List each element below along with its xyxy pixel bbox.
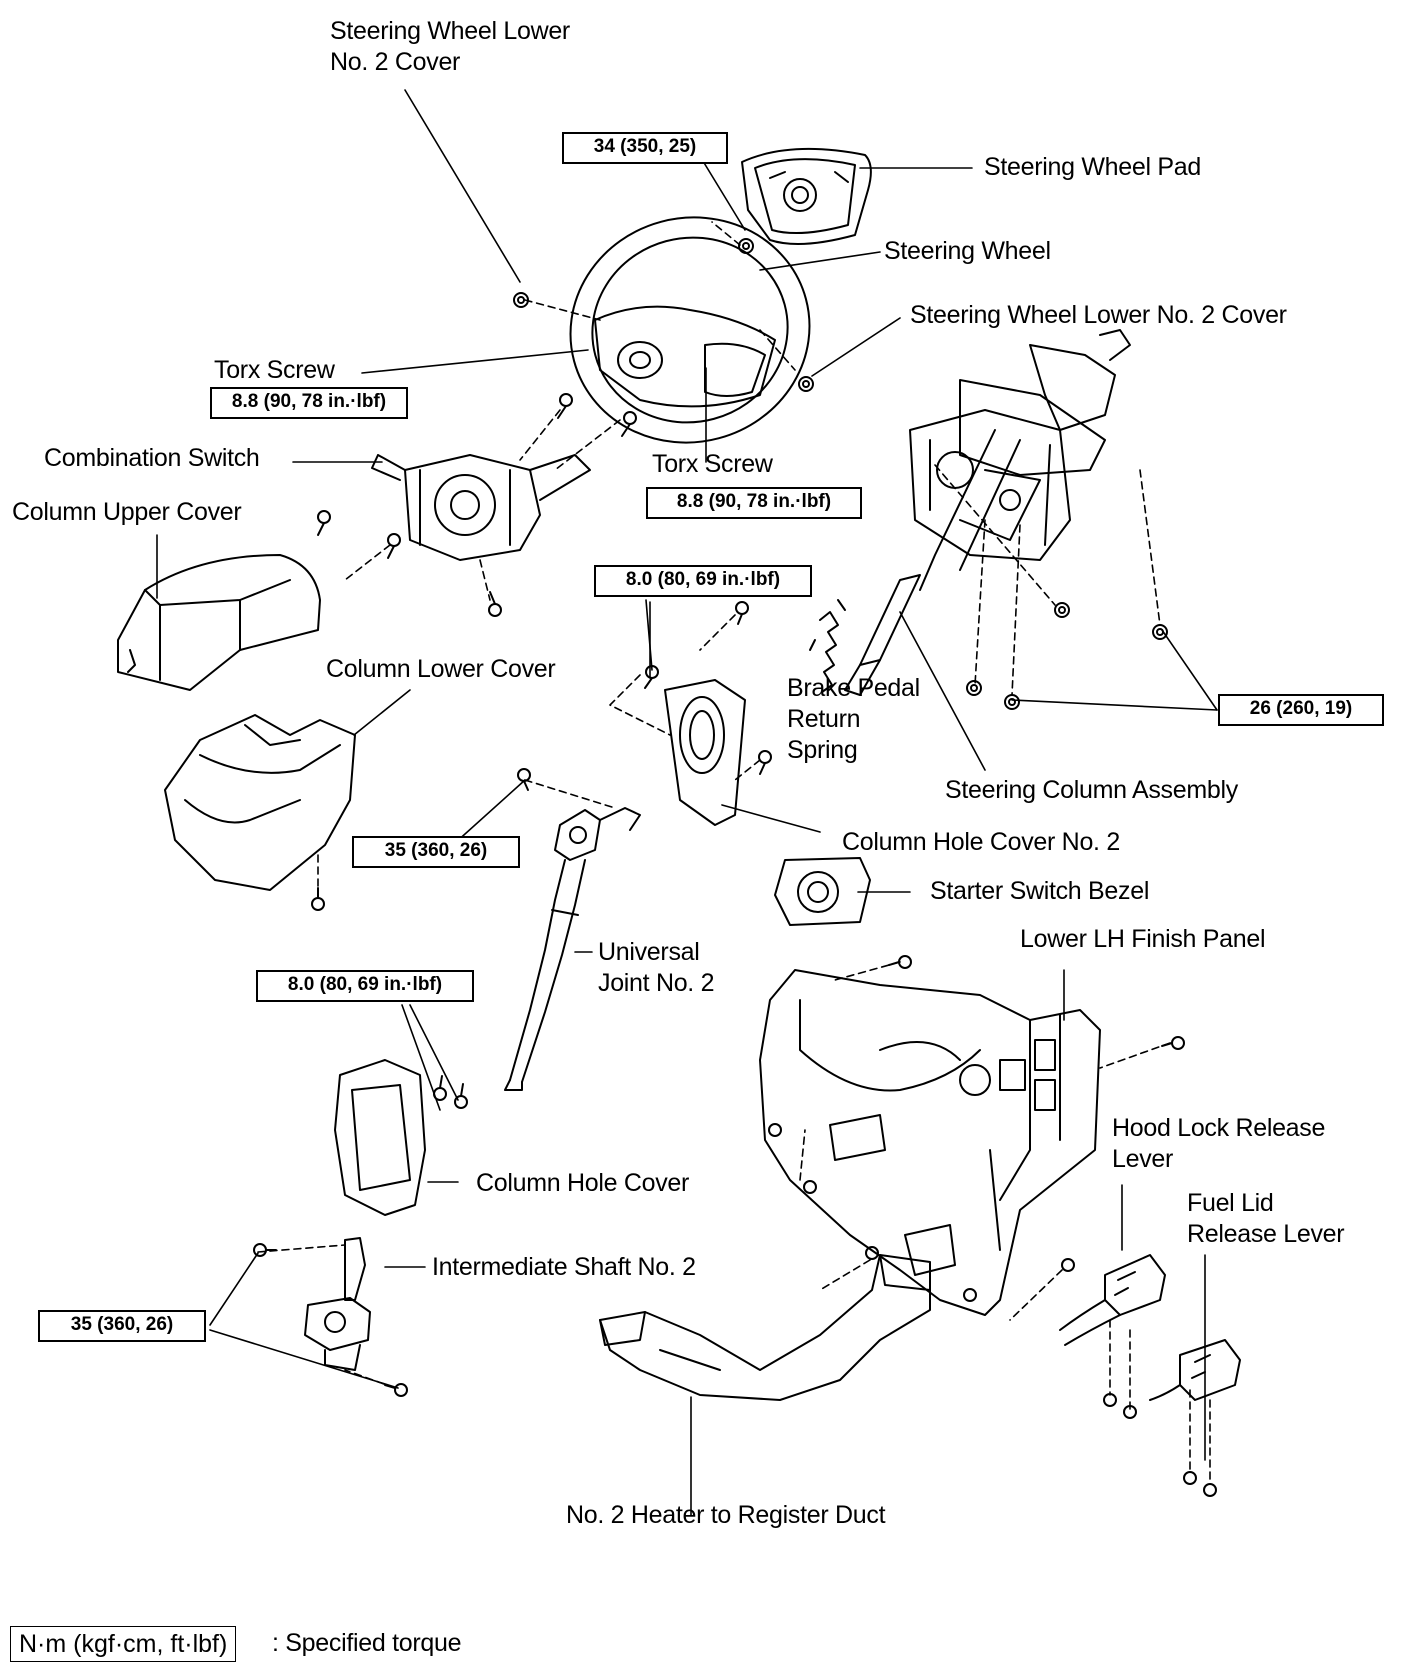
torque-box-8-0-left: 8.0 (80, 69 in.·lbf) [256, 970, 474, 1002]
label-lower-lh-finish-panel: Lower LH Finish Panel [1020, 925, 1266, 953]
label-torx-screw-left: Torx Screw [214, 356, 335, 384]
column-hole-cover-drawing [334, 1059, 426, 1216]
label-universal-joint-1: Universal [598, 938, 700, 966]
label-hood-lock-1: Hood Lock Release [1112, 1114, 1326, 1142]
label-sw-lower-cover-top-2: No. 2 Cover [330, 48, 461, 76]
starter-switch-bezel-drawing [774, 857, 871, 926]
torque-box-26: 26 (260, 19) [1218, 694, 1384, 726]
column-hole-cover-no2-drawing [664, 679, 746, 826]
label-sw-lower-cover-right: Steering Wheel Lower No. 2 Cover [910, 301, 1287, 329]
combination-switch-drawing [371, 454, 591, 561]
brake-pedal-return-spring-drawing [809, 599, 846, 693]
label-sw-lower-cover-top-1: Steering Wheel Lower [330, 17, 570, 45]
label-universal-joint-2: Joint No. 2 [598, 969, 715, 997]
label-steering-wheel: Steering Wheel [884, 237, 1051, 265]
steering-wheel-pad-drawing [741, 147, 872, 245]
bolts [253, 238, 1217, 1497]
torque-box-34: 34 (350, 25) [562, 132, 728, 164]
label-column-lower-cover: Column Lower Cover [326, 655, 556, 683]
steering-column-assembly-drawing [844, 329, 1131, 696]
column-upper-cover-drawing [117, 554, 321, 691]
torque-box-35-mid: 35 (360, 26) [352, 836, 520, 868]
heater-duct-drawing [599, 1254, 931, 1401]
legend-unit-box: N·m (kgf·cm, ft·lbf) [10, 1626, 237, 1662]
label-column-hole-cover: Column Hole Cover [476, 1169, 690, 1197]
label-fuel-lid-2: Release Lever [1187, 1220, 1345, 1248]
torque-box-8-0-top: 8.0 (80, 69 in.·lbf) [594, 565, 812, 597]
torque-box-8-8-right: 8.8 (90, 78 in.·lbf) [646, 487, 862, 519]
column-lower-cover-drawing [164, 714, 356, 891]
fuel-lid-release-lever-drawing [1149, 1339, 1241, 1401]
label-steering-wheel-pad: Steering Wheel Pad [984, 153, 1201, 181]
label-starter-switch-bezel: Starter Switch Bezel [930, 877, 1150, 905]
label-brake-spring-3: Spring [787, 736, 858, 764]
label-column-upper-cover: Column Upper Cover [12, 498, 242, 526]
label-brake-spring-2: Return [787, 705, 861, 733]
label-steering-column-assembly: Steering Column Assembly [945, 776, 1238, 804]
lower-lh-finish-panel-drawing [759, 969, 1101, 1316]
hood-lock-release-lever-drawing [1059, 1254, 1166, 1346]
label-brake-spring-1: Brake Pedal [787, 674, 920, 702]
label-intermediate-shaft-no2: Intermediate Shaft No. 2 [432, 1253, 696, 1281]
label-column-hole-cover-no2: Column Hole Cover No. 2 [842, 828, 1120, 856]
universal-joint-no2-drawing [504, 807, 641, 1091]
torque-box-35-bottom: 35 (360, 26) [38, 1310, 206, 1342]
label-torx-screw-right: Torx Screw [652, 450, 773, 478]
steering-wheel-drawing [569, 216, 811, 444]
legend-text: : Specified torque [272, 1629, 462, 1657]
label-hood-lock-2: Lever [1112, 1145, 1174, 1173]
torque-box-8-8-left: 8.8 (90, 78 in.·lbf) [210, 387, 408, 419]
label-combination-switch: Combination Switch [44, 444, 260, 472]
label-fuel-lid-1: Fuel Lid [1187, 1189, 1274, 1217]
label-heater-duct: No. 2 Heater to Register Duct [566, 1501, 886, 1529]
intermediate-shaft-no2-drawing [304, 1237, 371, 1371]
